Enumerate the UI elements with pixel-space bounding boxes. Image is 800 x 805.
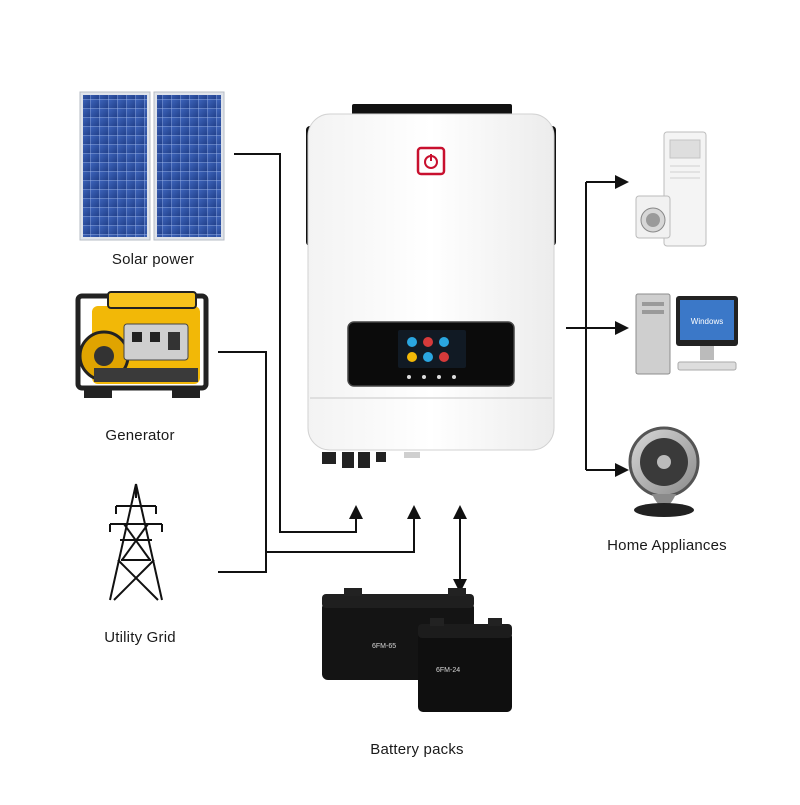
battery-small-label: 6FM-24	[436, 667, 460, 674]
home-appliances-label: Home Appliances	[607, 537, 727, 554]
inverter-icon	[306, 104, 556, 468]
generator-icon	[75, 291, 209, 398]
monitor-screen-text: Windows	[691, 317, 723, 326]
desktop-computer-icon: Windows	[635, 293, 738, 375]
power-tower-icon	[109, 483, 163, 601]
solar-power-label: Solar power	[111, 251, 195, 268]
solar-panels-icon	[79, 91, 225, 241]
battery-packs-label: Battery packs	[370, 741, 464, 758]
washing-machine-icon	[635, 195, 671, 239]
generator-label: Generator	[105, 427, 175, 444]
battery-large-label: 6FM-65	[372, 643, 396, 650]
utility-grid-label: Utility Grid	[104, 629, 176, 646]
connection-lines	[218, 153, 629, 593]
battery-small-icon: 6FM-24	[418, 618, 512, 712]
fan-icon	[628, 426, 700, 517]
air-conditioner-icon	[663, 131, 707, 247]
